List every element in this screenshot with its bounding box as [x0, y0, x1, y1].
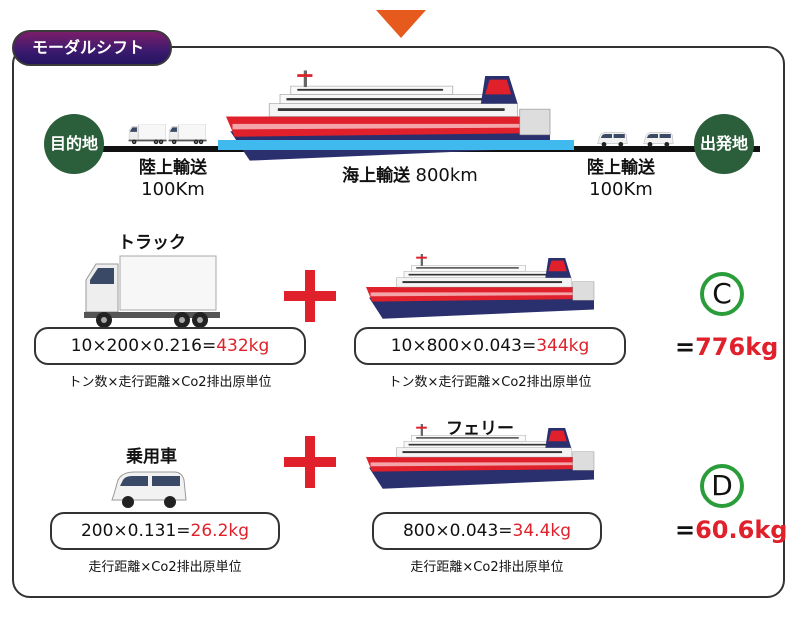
truck-label: トラック: [118, 233, 186, 253]
ferry-result: 344kg: [536, 336, 590, 356]
truck-formula-box: 10×200×0.216=432kg: [34, 327, 306, 365]
small-truck-icons: [128, 124, 207, 145]
land-left-label: 陸上輸送 100Km: [118, 157, 228, 201]
origin-circle: 出発地: [694, 114, 754, 174]
sea-mode: 海上輸送: [342, 166, 411, 186]
ferry-formula: 10×800×0.043=: [390, 336, 537, 356]
diagram-frame: [12, 46, 785, 598]
ferry-formula-box-2: 800×0.043=34.4kg: [372, 512, 602, 550]
down-arrow-icon: [376, 10, 426, 38]
section-tab: モーダルシフト: [12, 30, 172, 66]
truck-caption: トン数×走行距離×Co2排出原単位: [68, 375, 272, 390]
ferry-icon: [365, 253, 595, 320]
sea-water: [218, 140, 574, 150]
ferry-result-2: 34.4kg: [512, 521, 572, 541]
grade-d-badge: D: [700, 464, 744, 508]
car-formula-box: 200×0.131=26.2kg: [50, 512, 280, 550]
sea-label: 海上輸送 800km: [300, 165, 520, 187]
truck-formula: 10×200×0.216=: [70, 336, 217, 356]
car-caption: 走行距離×Co2排出原単位: [88, 560, 242, 575]
destination-circle: 目的地: [44, 114, 104, 174]
plus-icon-2: [280, 432, 340, 492]
ferry-label: フェリー: [446, 419, 514, 439]
small-car-icons: [597, 132, 674, 148]
total-d: =60.6kg: [675, 516, 787, 544]
land-right-label: 陸上輸送 100Km: [566, 157, 676, 201]
plus-icon: [280, 266, 340, 326]
land-right-mode: 陸上輸送: [587, 158, 655, 178]
ferry-icon-2: [365, 423, 595, 490]
total-c-value: =776kg: [675, 333, 779, 361]
car-result: 26.2kg: [190, 521, 250, 541]
sea-distance: 800km: [415, 165, 478, 186]
ferry-caption: トン数×走行距離×Co2排出原単位: [388, 375, 592, 390]
land-left-mode: 陸上輸送: [139, 158, 207, 178]
grade-c-badge: C: [700, 272, 744, 316]
ferry-formula-box: 10×800×0.043=344kg: [354, 327, 626, 365]
car-icon: [111, 471, 187, 509]
ferry-formula-2: 800×0.043=: [402, 521, 513, 541]
truck-icon: [83, 255, 221, 328]
total-c: =776kg: [675, 333, 778, 361]
total-d-value: =60.6kg: [675, 516, 788, 544]
land-left-distance: 100Km: [141, 179, 205, 200]
land-right-distance: 100Km: [589, 179, 653, 200]
truck-result: 432kg: [216, 336, 270, 356]
large-ferry-icon: [225, 69, 551, 162]
ferry-caption-2: 走行距離×Co2排出原単位: [410, 560, 564, 575]
car-label: 乗用車: [126, 447, 177, 467]
car-formula: 200×0.131=: [80, 521, 191, 541]
